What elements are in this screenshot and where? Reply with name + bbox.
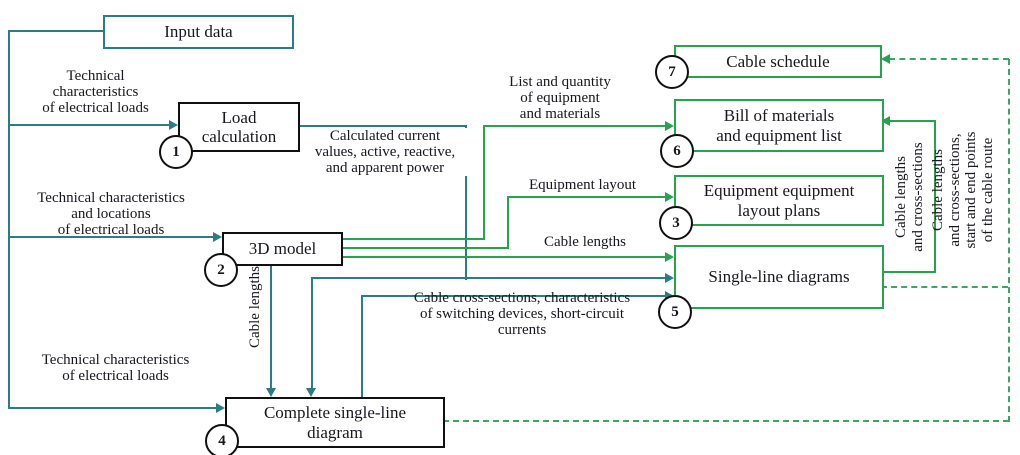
label-technical-characteristics-3: Technical characteristics of electrical … bbox=[41, 352, 190, 385]
box-load-calculation: Load calculation bbox=[178, 102, 300, 152]
arrow-into-complete-sld bbox=[216, 403, 225, 413]
arrow-into-load-calculation bbox=[169, 120, 178, 130]
box-single-line-diagrams: Single-line diagrams bbox=[674, 245, 884, 309]
label-technical-characteristics-2: Technical characteristics and locations … bbox=[37, 190, 185, 239]
edge-3dmodel-layout-v bbox=[507, 197, 509, 249]
edge-to-3d-model bbox=[8, 236, 214, 238]
edge-sld5-bom-h1 bbox=[881, 271, 936, 273]
label-list-and-quantity: List and quantity of equipment and mater… bbox=[509, 74, 611, 123]
edge-3dmodel-bom-h2 bbox=[483, 125, 666, 127]
edge-sld5-bom-h2 bbox=[888, 120, 936, 122]
edge-dashed-sld4-out bbox=[443, 420, 1009, 422]
edge-dashed-sld5-out bbox=[881, 286, 1008, 288]
edge-3dmodel-layout-h2 bbox=[507, 196, 666, 198]
box-complete-single-line-diagram: Complete single-line diagram bbox=[225, 397, 445, 448]
edge-loadcalc-out-h bbox=[296, 125, 467, 127]
step-number-2: 2 bbox=[204, 253, 238, 287]
label-calculated-current: Calculated current values, active, react… bbox=[300, 128, 470, 177]
step-number-4: 4 bbox=[205, 424, 239, 455]
edge-3dmodel-bom-h1 bbox=[339, 238, 485, 240]
box-equipment-layout-plans: Equipment equipment layout plans bbox=[674, 175, 884, 226]
box-cable-schedule: Cable schedule bbox=[674, 45, 882, 78]
step-number-6: 6 bbox=[660, 134, 694, 168]
edge-to-load-calculation bbox=[8, 124, 169, 126]
box-bill-of-materials: Bill of materials and equipment list bbox=[674, 99, 884, 152]
arrow-into-bom-right bbox=[881, 116, 890, 126]
arrow-current-into-sld4 bbox=[306, 388, 316, 397]
edge-3dmodel-layout-h1 bbox=[339, 247, 509, 249]
label-cable-cross-sections: Cable cross-sections, characteristics of… bbox=[413, 290, 631, 339]
label-cable-lengths-vertical: Cable lengths bbox=[247, 265, 263, 349]
arrow-into-bom bbox=[665, 121, 674, 131]
edge-input-trunk bbox=[8, 30, 10, 409]
edge-split-left-h bbox=[311, 277, 467, 279]
arrow-loadcalc-into-sld5 bbox=[665, 273, 674, 283]
step-number-7: 7 bbox=[655, 55, 689, 89]
edge-to-complete-sld bbox=[8, 407, 217, 409]
edge-3dmodel-sld5 bbox=[339, 256, 666, 258]
edge-3dmodel-to-sld4 bbox=[270, 262, 272, 389]
edge-dashed-trunk bbox=[1008, 59, 1010, 422]
label-cable-route: Cable lengths and cross-sections, start … bbox=[930, 131, 996, 249]
arrow-into-cable-schedule bbox=[881, 54, 890, 64]
step-number-3: 3 bbox=[659, 206, 693, 240]
box-input-data: Input data bbox=[103, 15, 294, 49]
label-cable-lengths-cross-sections: Cable lengths and cross-sections bbox=[893, 142, 926, 252]
edge-sld5-bom-v bbox=[934, 121, 936, 273]
edge-dashed-to-cable-schedule bbox=[889, 58, 1009, 60]
label-cable-lengths: Cable lengths bbox=[543, 234, 627, 250]
edge-split-left-v bbox=[311, 277, 313, 389]
edge-input-top bbox=[8, 30, 104, 32]
arrow-into-3d-model bbox=[213, 232, 222, 242]
step-number-5: 5 bbox=[658, 295, 692, 329]
arrow-into-sld5 bbox=[665, 252, 674, 262]
arrow-into-layout-plans bbox=[665, 192, 674, 202]
edge-sld4-up bbox=[361, 297, 363, 397]
edge-sld4-to-sld5 bbox=[361, 295, 666, 297]
edge-loadcalc-out-v bbox=[465, 125, 467, 280]
step-number-1: 1 bbox=[159, 135, 193, 169]
arrow-cablelengths-into-sld4 bbox=[266, 388, 276, 397]
edge-split-right-h bbox=[465, 277, 666, 279]
box-3d-model: 3D model bbox=[222, 232, 343, 266]
label-technical-characteristics-1: Technical characteristics of electrical … bbox=[42, 68, 149, 117]
label-equipment-layout: Equipment layout bbox=[528, 177, 637, 193]
edge-3dmodel-bom-v bbox=[483, 125, 485, 240]
